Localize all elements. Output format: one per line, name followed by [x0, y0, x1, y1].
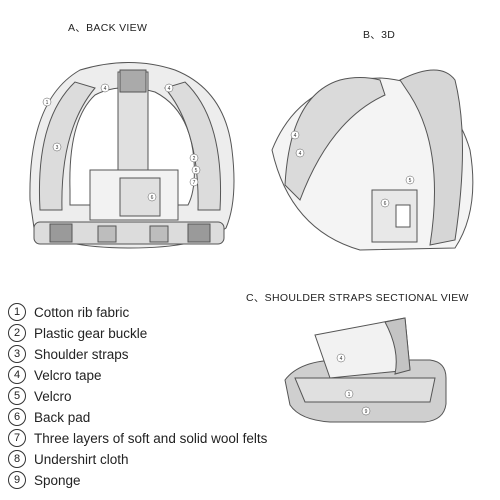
sectional-view-caption: C、SHOULDER STRAPS SECTIONAL VIEW: [246, 292, 469, 304]
legend-text: Sponge: [34, 472, 81, 488]
legend-item-7: 7 Three layers of soft and solid wool fe…: [8, 428, 267, 448]
legend-text: Shoulder straps: [34, 346, 129, 362]
back-callout-4b: 4: [168, 86, 171, 92]
3d-callout-4b: 4: [299, 151, 302, 157]
back-callout-2: 2: [193, 156, 196, 162]
legend-number: 1: [8, 303, 26, 321]
legend-number: 2: [8, 324, 26, 342]
legend-number: 4: [8, 366, 26, 384]
back-callouts: 1 2 3 4 4 5 6 7: [42, 83, 201, 202]
3d-view-caption: B、3D: [363, 29, 396, 41]
section-callout-1: 1: [348, 392, 351, 398]
legend-number: 6: [8, 408, 26, 426]
legend-number: 8: [8, 450, 26, 468]
legend-item-6: 6 Back pad: [8, 407, 90, 427]
legend-item-2: 2 Plastic gear buckle: [8, 323, 147, 343]
legend-text: Plastic gear buckle: [34, 325, 148, 341]
3d-callout-5: 5: [409, 178, 412, 184]
legend-number: 7: [8, 429, 26, 447]
legend-item-9: 9 Sponge: [8, 470, 81, 490]
back-callout-7: 7: [193, 180, 196, 186]
legend-item-5: 5 Velcro: [8, 386, 72, 406]
3d-callout-6: 6: [384, 201, 387, 207]
legend-text: Undershirt cloth: [34, 451, 129, 467]
section-callouts: 4 1 9: [336, 353, 371, 416]
legend-item-8: 8 Undershirt cloth: [8, 449, 129, 469]
3d-callouts: 4 4 5 6: [290, 130, 415, 208]
legend-item-3: 3 Shoulder straps: [8, 344, 129, 364]
3d-callout-4a: 4: [294, 133, 297, 139]
legend-text: Back pad: [34, 409, 91, 425]
legend-number: 3: [8, 345, 26, 363]
legend-item-4: 4 Velcro tape: [8, 365, 102, 385]
legend-item-1: 1 Cotton rib fabric: [8, 302, 129, 322]
section-callout-4: 4: [340, 356, 343, 362]
back-view-caption: A、BACK VIEW: [68, 22, 148, 34]
back-callout-6: 6: [151, 195, 154, 201]
legend-text: Three layers of soft and solid wool felt…: [34, 430, 268, 446]
legend-number: 5: [8, 387, 26, 405]
section-callout-9: 9: [365, 409, 368, 415]
back-callout-5: 5: [195, 168, 198, 174]
legend-number: 9: [8, 471, 26, 489]
legend-text: Cotton rib fabric: [34, 304, 130, 320]
back-callout-3: 3: [56, 145, 59, 151]
legend-text: Velcro tape: [34, 367, 102, 383]
back-callout-4a: 4: [104, 86, 107, 92]
legend-text: Velcro: [34, 388, 72, 404]
back-callout-1: 1: [46, 100, 49, 106]
